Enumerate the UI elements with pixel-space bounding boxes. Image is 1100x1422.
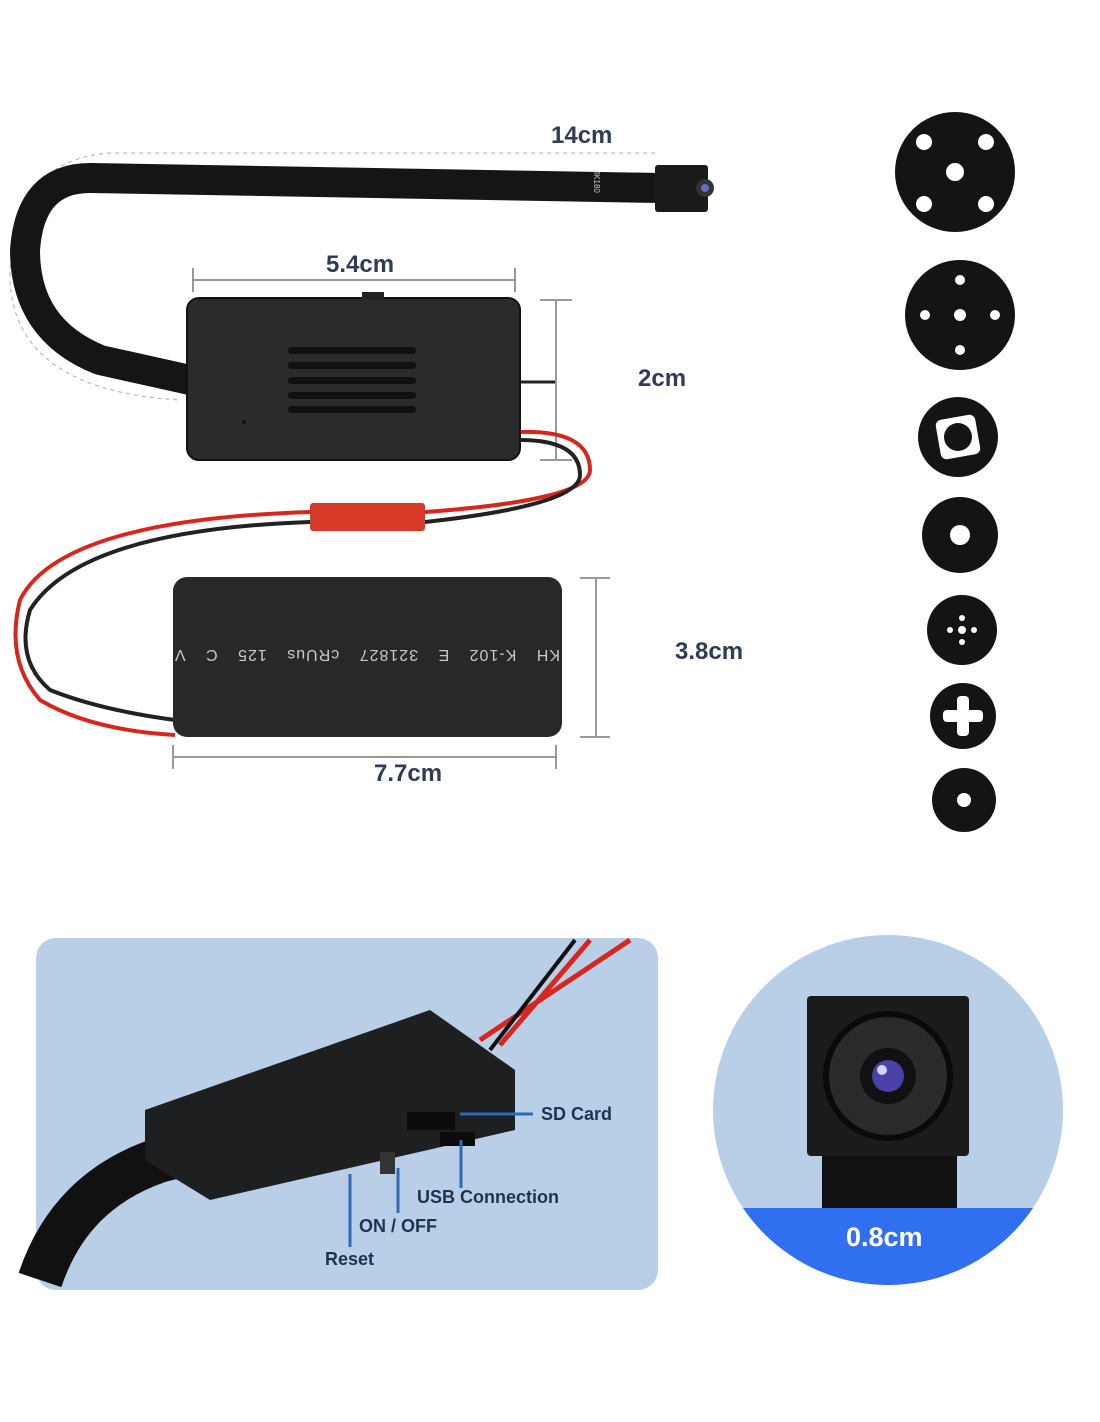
sd-card-callout: SD Card — [541, 1104, 613, 1124]
lens-caps — [895, 112, 1015, 832]
module-height-label: 2cm — [638, 365, 687, 392]
usb-callout: USB Connection — [417, 1187, 559, 1207]
callout-lines — [348, 1112, 533, 1247]
battery — [173, 577, 562, 737]
camera-sensor — [655, 165, 708, 212]
power-wire-red — [13, 429, 593, 737]
vent-slots — [288, 347, 416, 413]
lens-size-label: 0.8cm — [846, 1222, 923, 1252]
cable-length-guide — [9, 152, 655, 401]
battery-height-label: 3.8cm — [675, 638, 744, 665]
cable-marking: JK180 — [591, 170, 601, 193]
battery-width-label: 7.7cm — [374, 760, 443, 787]
on-off-callout: ON / OFF — [359, 1216, 437, 1236]
battery-marking: KH K-102 E 321827 cRUus 125 C VW-1 — [175, 646, 560, 663]
module-box-angled — [145, 1010, 515, 1200]
jst-connector — [310, 503, 425, 531]
reset-callout: Reset — [325, 1249, 375, 1269]
ribbon-cable — [10, 163, 661, 395]
module-width-label: 5.4cm — [326, 251, 395, 278]
power-wire-black — [23, 438, 583, 722]
cable-length-label: 14cm — [551, 122, 613, 149]
